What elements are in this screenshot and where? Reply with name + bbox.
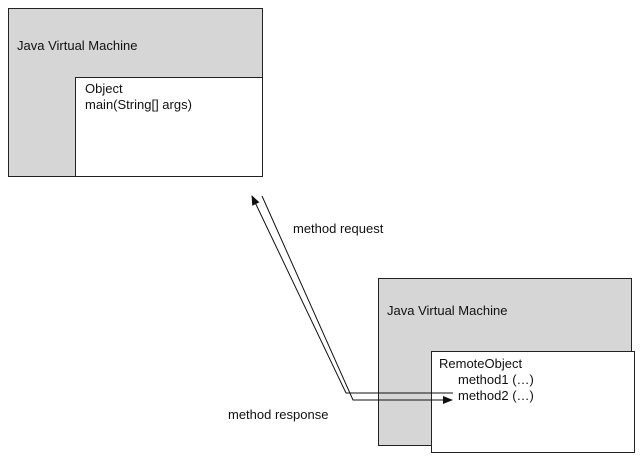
server-jvm-title: Java Virtual Machine bbox=[387, 303, 508, 318]
remote-object-method2: method2 (…) bbox=[458, 388, 534, 403]
client-jvm-title: Java Virtual Machine bbox=[17, 38, 138, 53]
client-object-name: Object bbox=[85, 81, 123, 96]
method-request-arrow bbox=[251, 195, 453, 394]
remote-object-method1: method1 (…) bbox=[458, 372, 534, 387]
method-request-label: method request bbox=[293, 221, 384, 236]
client-object-method-main: main(String[] args) bbox=[85, 97, 192, 112]
method-response-arrow bbox=[261, 195, 453, 404]
client-object-box: Object main(String[] args) bbox=[75, 77, 263, 177]
remote-object-box: RemoteObject method1 (…) method2 (…) bbox=[431, 351, 635, 453]
method-response-label: method response bbox=[228, 407, 329, 422]
remote-object-name: RemoteObject bbox=[439, 356, 523, 371]
